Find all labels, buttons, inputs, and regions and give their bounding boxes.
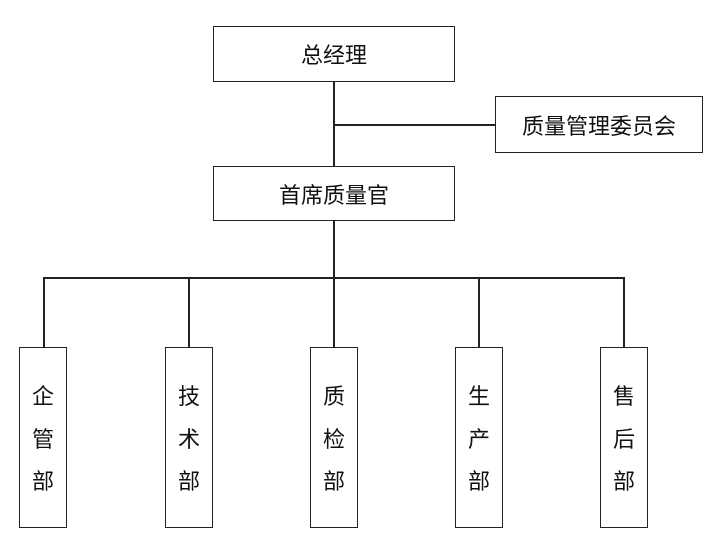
ceo-label: 总经理 xyxy=(300,44,367,69)
department-2-char-1: 技 xyxy=(177,384,200,410)
department-3-char-2: 检 xyxy=(322,427,345,453)
department-box-5: 售 后 部 xyxy=(600,347,648,528)
department-1-char-1: 企 xyxy=(31,384,54,410)
connector-dept-3 xyxy=(333,277,335,347)
quality-officer-box: 首席质量官 xyxy=(213,166,455,221)
department-box-4: 生 产 部 xyxy=(455,347,503,528)
quality-officer-label: 首席质量官 xyxy=(278,183,389,209)
department-5-char-1: 售 xyxy=(612,384,635,410)
connector-dept-5 xyxy=(623,277,625,347)
connector-committee xyxy=(333,124,495,126)
department-4-char-3: 部 xyxy=(467,470,490,496)
committee-label: 质量管理委员会 xyxy=(521,114,676,140)
department-5-char-3: 部 xyxy=(612,470,635,496)
department-3-char-3: 部 xyxy=(322,470,345,496)
department-1-char-3: 部 xyxy=(31,470,54,496)
department-4-char-2: 产 xyxy=(467,427,490,453)
department-box-1: 企 管 部 xyxy=(19,347,67,528)
department-1-char-2: 管 xyxy=(31,427,54,453)
committee-box: 质量管理委员会 xyxy=(495,96,703,153)
department-2-char-2: 术 xyxy=(177,427,200,453)
department-box-3: 质 检 部 xyxy=(310,347,358,528)
department-4-char-1: 生 xyxy=(467,384,490,410)
department-2-char-3: 部 xyxy=(177,470,200,496)
connector-officer-down xyxy=(333,220,335,277)
department-3-char-1: 质 xyxy=(322,384,345,410)
department-5-char-2: 后 xyxy=(612,427,635,453)
connector-dept-2 xyxy=(188,277,190,347)
connector-dept-1 xyxy=(43,277,45,347)
department-box-2: 技 术 部 xyxy=(165,347,213,528)
connector-dept-4 xyxy=(478,277,480,347)
ceo-box: 总经理 xyxy=(213,26,455,82)
